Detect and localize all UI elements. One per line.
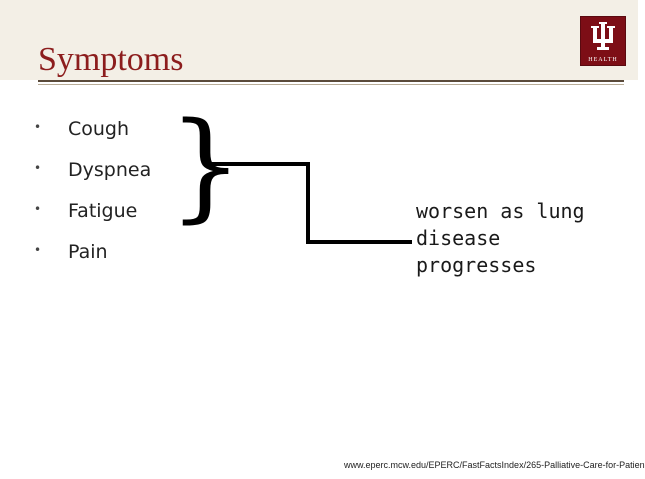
list-item-text: Dyspnea [68, 159, 152, 181]
list-item-text: Pain [68, 241, 108, 263]
bullet-icon: • [34, 202, 42, 216]
iu-trident-icon [591, 22, 615, 50]
logo-text: HEALTH [588, 57, 618, 63]
bullet-icon: • [34, 120, 42, 134]
bullet-icon: • [34, 243, 42, 257]
iu-health-logo: HEALTH [580, 16, 626, 66]
list-item-text: Fatigue [68, 200, 138, 222]
progression-note: worsen as lung disease progresses [416, 199, 585, 277]
bullet-icon: • [34, 161, 42, 175]
slide-title: Symptoms [38, 41, 184, 78]
title-rule [38, 80, 624, 82]
header-band [0, 0, 638, 80]
title-rule-thin [38, 84, 624, 85]
source-citation: www.eperc.mcw.edu/EPERC/FastFactsIndex/2… [344, 460, 645, 470]
list-item-text: Cough [68, 118, 130, 140]
